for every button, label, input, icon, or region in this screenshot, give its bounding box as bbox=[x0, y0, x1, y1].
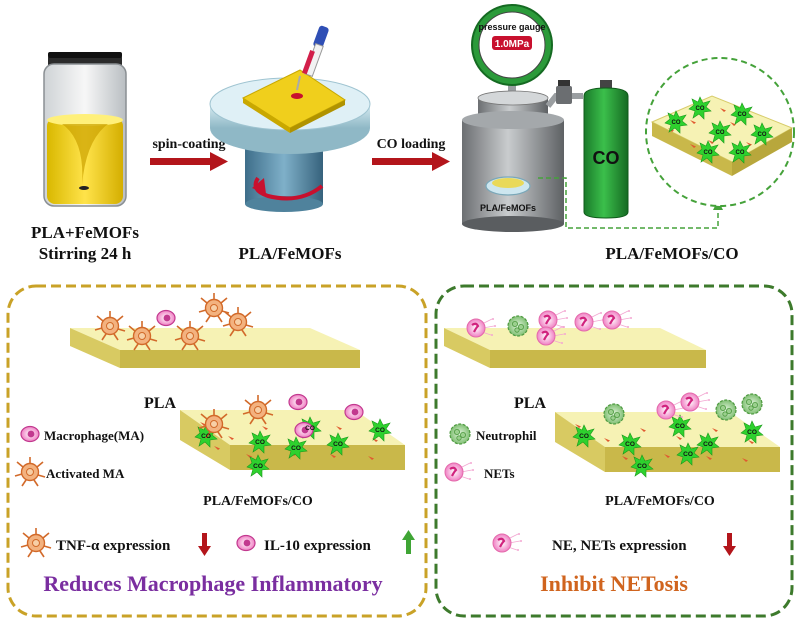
pressure-vessel-icon bbox=[462, 76, 583, 232]
co-tag: CO bbox=[672, 120, 681, 126]
pressure-gauge-icon bbox=[471, 4, 553, 86]
co-tag: CO bbox=[675, 423, 685, 430]
right-panel-frame bbox=[434, 284, 794, 618]
cylinder-label: CO bbox=[593, 148, 620, 168]
co-tag: CO bbox=[579, 433, 589, 440]
co-tag: CO bbox=[703, 441, 713, 448]
jar-icon bbox=[43, 52, 127, 207]
decrease-arrow-icon bbox=[723, 533, 736, 556]
pla-membrane-right bbox=[444, 328, 706, 368]
legend-nets: NETs bbox=[484, 466, 515, 481]
co-tag: CO bbox=[253, 463, 263, 470]
co-tag: CO bbox=[747, 429, 757, 436]
decrease-arrow-icon bbox=[198, 533, 211, 556]
spin-coating-label: spin-coating bbox=[152, 137, 225, 152]
legend-neutrophil: Neutrophil bbox=[476, 428, 537, 443]
left-panel-title: Reduces Macrophage Inflammatory bbox=[43, 571, 382, 596]
co-tag: CO bbox=[696, 106, 705, 112]
co-tag: CO bbox=[255, 439, 265, 446]
nets-legend-icon bbox=[443, 460, 476, 483]
zoom-circle bbox=[645, 57, 795, 207]
spin-coater-icon bbox=[209, 69, 371, 212]
co-tag: CO bbox=[333, 441, 343, 448]
right-treated-label: PLA/FeMOFs/CO bbox=[605, 494, 715, 509]
treated-membrane bbox=[180, 393, 405, 478]
legend-activated: Activated MA bbox=[46, 466, 125, 481]
co-tag: CO bbox=[758, 132, 767, 138]
co-tag: CO bbox=[375, 427, 385, 434]
co-tag: CO bbox=[738, 112, 747, 118]
co-cylinder-icon bbox=[583, 80, 629, 219]
zoom-connector bbox=[538, 177, 719, 229]
process-arrow-2 bbox=[372, 152, 450, 171]
co-tag: CO bbox=[305, 425, 315, 432]
tnf-expression-text: TNF-α expression bbox=[56, 538, 171, 554]
macrophage-legend-icon bbox=[20, 425, 40, 443]
il10-expression-text: IL-10 expression bbox=[264, 538, 371, 554]
co-tag: CO bbox=[201, 433, 211, 440]
co-loading-label: CO loading bbox=[377, 137, 446, 152]
step1-line1: PLA+FeMOFs bbox=[31, 223, 139, 242]
step2-label: PLA/FeMOFs bbox=[239, 244, 342, 263]
right-panel-title: Inhibit NETosis bbox=[540, 571, 688, 596]
process-arrow-1 bbox=[150, 152, 228, 171]
co-tag: CO bbox=[637, 463, 647, 470]
increase-arrow-icon bbox=[402, 530, 415, 554]
tnf-cell-icon bbox=[20, 527, 52, 558]
co-tag: CO bbox=[716, 130, 725, 136]
co-tag: CO bbox=[704, 150, 713, 156]
legend-macrophage: Macrophage(MA) bbox=[44, 428, 144, 443]
step1-line2: Stirring 24 h bbox=[39, 244, 132, 263]
right-pla-label: PLA bbox=[514, 395, 546, 412]
neutrophil-legend-icon bbox=[449, 423, 471, 445]
gauge-value: 1.0MPa bbox=[495, 39, 530, 50]
left-pla-label: PLA bbox=[144, 395, 176, 412]
treated-membrane-right bbox=[555, 390, 780, 478]
pipette-icon bbox=[296, 25, 329, 91]
step3-label: PLA/FeMOFs/CO bbox=[605, 244, 738, 263]
vessel-label: PLA/FeMOFs bbox=[480, 203, 536, 213]
il10-cell-icon bbox=[236, 534, 256, 552]
co-tag: CO bbox=[736, 150, 745, 156]
ne-cell-icon bbox=[491, 531, 524, 554]
co-tag: CO bbox=[291, 445, 301, 452]
left-treated-label: PLA/FeMOFs/CO bbox=[203, 494, 313, 509]
ne-expression-text: NE, NETs expression bbox=[552, 538, 687, 554]
left-panel-frame bbox=[6, 284, 428, 618]
co-tag: CO bbox=[683, 451, 693, 458]
gauge-title: pressure gauge bbox=[478, 22, 545, 32]
activated-ma-legend-icon bbox=[14, 456, 46, 487]
co-tag: CO bbox=[625, 441, 635, 448]
